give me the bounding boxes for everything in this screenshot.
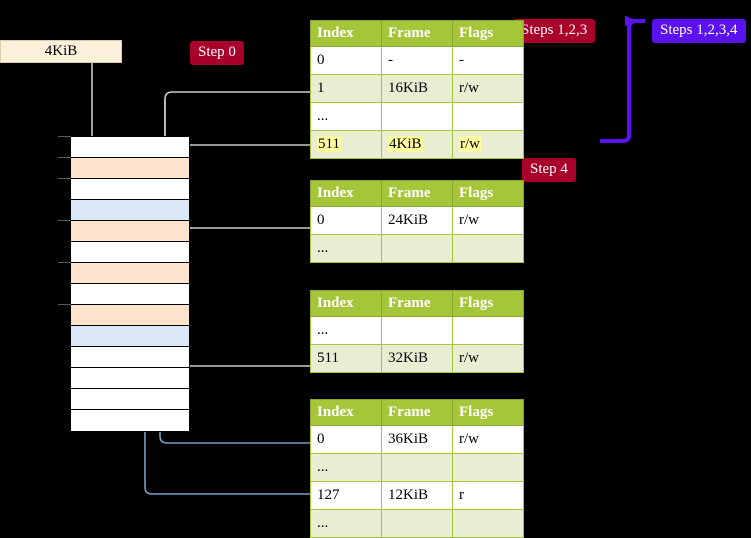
memory-frame-tick <box>58 220 71 221</box>
memory-frame-row <box>71 137 189 158</box>
table-cell: 127 <box>310 481 382 510</box>
table-cell: 24KiB <box>381 206 453 235</box>
table-cell <box>452 316 524 345</box>
table-cell: 16KiB <box>381 74 453 103</box>
table-row: ... <box>310 509 524 538</box>
memory-frame-row <box>71 326 189 347</box>
table-cell: r/w <box>452 74 524 103</box>
table-row: ... <box>310 102 524 131</box>
memory-frame-tick <box>58 262 71 263</box>
table-cell: r/w <box>452 425 524 454</box>
column-header-flags: Flags <box>452 399 524 426</box>
column-header-flags: Flags <box>452 290 524 317</box>
table-row: ... <box>310 234 524 263</box>
column-header-frame: Frame <box>381 290 453 317</box>
table-cell: - <box>381 46 453 75</box>
badge-step4-label: Step 4 <box>530 161 568 177</box>
table-row: 0-- <box>310 46 524 75</box>
badge-steps1234-label: Steps 1,2,3,4 <box>660 22 738 38</box>
table-row: ... <box>310 316 524 345</box>
column-header-frame: Frame <box>381 399 453 426</box>
table-cell <box>452 453 524 482</box>
badge-steps1234: Steps 1,2,3,4 <box>652 19 746 43</box>
table-cell: ... <box>310 509 382 538</box>
table-cell: 4KiB <box>381 130 453 159</box>
table-cell <box>452 509 524 538</box>
table-cell: 0 <box>310 206 382 235</box>
memory-frame-row <box>71 158 189 179</box>
badge-step0-label: Step 0 <box>198 44 236 60</box>
table-cell: ... <box>310 234 382 263</box>
table-cell <box>452 102 524 131</box>
table-cell: 1 <box>310 74 382 103</box>
memory-frame-row <box>71 263 189 284</box>
table-cell: 0 <box>310 46 382 75</box>
column-header-index: Index <box>310 290 382 317</box>
memory-stack-frames <box>70 136 190 432</box>
table-cell: 36KiB <box>381 425 453 454</box>
memory-frame-row <box>71 305 189 326</box>
memory-frame-row <box>71 242 189 263</box>
table-cell: 12KiB <box>381 481 453 510</box>
memory-frame-row <box>71 200 189 221</box>
link-table1-row511 <box>170 144 311 154</box>
table-cell: ... <box>310 102 382 131</box>
badge-steps123-label: Steps 1,2,3 <box>521 22 588 38</box>
memory-frame-row <box>71 284 189 305</box>
memory-frame-row <box>71 410 189 431</box>
column-header-frame: Frame <box>381 180 453 207</box>
column-header-flags: Flags <box>452 180 524 207</box>
table-cell <box>381 316 453 345</box>
table-cell <box>381 509 453 538</box>
memory-frame-row <box>71 221 189 242</box>
table-cell: r/w <box>452 130 524 159</box>
size-label-text: 4KiB <box>44 43 78 59</box>
memory-frame-row <box>71 368 189 389</box>
table-cell: 32KiB <box>381 344 453 373</box>
memory-frame-tick <box>58 178 71 179</box>
steps-loop-arrow <box>600 15 645 143</box>
table-cell <box>381 102 453 131</box>
memory-frame-row <box>71 179 189 200</box>
memory-frame-row <box>71 389 189 410</box>
table-cell: r/w <box>452 344 524 373</box>
table-cell <box>381 234 453 263</box>
column-header-frame: Frame <box>381 20 453 47</box>
table-cell: ... <box>310 453 382 482</box>
column-header-index: Index <box>310 20 382 47</box>
table-cell: - <box>452 46 524 75</box>
table-cell: 511 <box>310 344 382 373</box>
memory-frame-row <box>71 347 189 368</box>
column-header-flags: Flags <box>452 20 524 47</box>
badge-step4: Step 4 <box>522 158 576 182</box>
table-cell: 0 <box>310 425 382 454</box>
table-cell <box>452 234 524 263</box>
column-header-index: Index <box>310 399 382 426</box>
link-table3-row511 <box>170 316 311 367</box>
table-cell: ... <box>310 316 382 345</box>
badge-step0: Step 0 <box>190 41 244 65</box>
memory-frame-tick <box>58 304 71 305</box>
table-cell: r <box>452 481 524 510</box>
table-row: ... <box>310 453 524 482</box>
size-label-box: 4KiB <box>0 40 122 63</box>
column-header-index: Index <box>310 180 382 207</box>
memory-frame-tick <box>58 157 71 158</box>
table-cell: r/w <box>452 206 524 235</box>
badge-steps123: Steps 1,2,3 <box>513 19 596 43</box>
table-cell: 511 <box>310 130 382 159</box>
memory-frame-tick <box>58 136 71 137</box>
link-table2-row0 <box>177 227 311 259</box>
table-cell <box>381 453 453 482</box>
